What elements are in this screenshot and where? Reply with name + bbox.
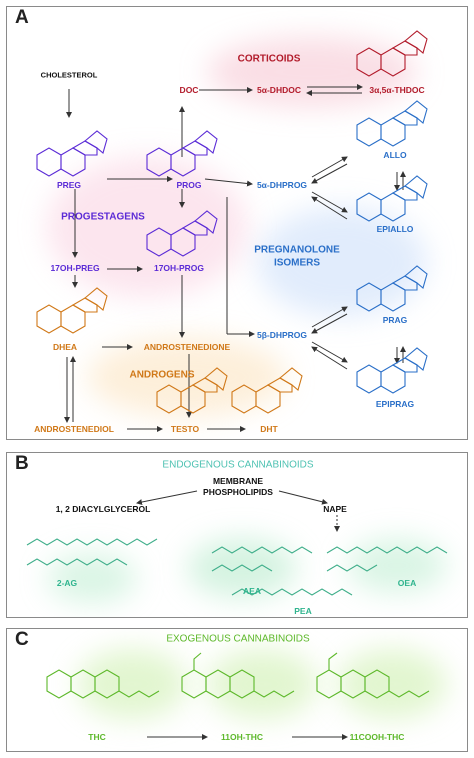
isomers-glow <box>257 207 427 317</box>
compound-5a-dhprog: 5α-DHPROG <box>256 180 308 190</box>
pea-structure <box>231 588 353 596</box>
steroid-structures <box>36 30 428 414</box>
nape: NAPE <box>323 504 347 514</box>
thc-structure <box>46 669 160 699</box>
source-line1: MEMBRANE <box>212 476 264 486</box>
compound-aea: AEA <box>243 586 261 596</box>
compound-testo: TESTO <box>170 424 200 434</box>
panel-c-phytocannabinoids: C EXOGENOUS CANNABINOIDS <box>6 628 468 752</box>
pathway-arrows <box>36 30 428 432</box>
compound-epiprag: EPIPRAG <box>375 399 415 409</box>
phytocannabinoid-structures <box>46 652 430 740</box>
11oh-thc-structure <box>181 652 295 699</box>
dhea-structure <box>36 287 108 334</box>
diacylglycerol: 1, 2 DIACYLGLYCEROL <box>55 504 151 514</box>
compound-epiallo: EPIALLO <box>376 224 414 234</box>
group-isomers-line1: PREGNANOLONE <box>254 244 340 256</box>
panel-a-label: A <box>15 7 29 28</box>
group-corticoids: CORTICOIDS <box>237 53 301 65</box>
panel-b-endocannabinoids: B ENDOGENOUS CANNABINOIDS MEMBRANE PHOSP… <box>6 452 468 618</box>
epiprag-structure <box>356 347 428 394</box>
endocannabinoid-structures <box>26 490 448 596</box>
compound-allo: ALLO <box>383 150 407 160</box>
compound-11oh-thc: 11OH-THC <box>220 732 264 742</box>
11cooh-thc-structure <box>316 652 430 699</box>
compound-5b-dhprog: 5β-DHPROG <box>256 330 308 340</box>
panel-b-label: B <box>15 453 29 474</box>
compound-doc: DOC <box>179 85 199 95</box>
compound-thc: THC <box>88 732 106 742</box>
arrow-prog-5adhprog <box>204 178 253 187</box>
compound-5a-dhdoc: 5α-DHDOC <box>257 85 301 95</box>
compound-thdoc: 3α,5α-THDOC <box>369 85 425 95</box>
group-isomers-line2: ISOMERS <box>273 257 321 269</box>
corticoids-glow <box>207 37 417 107</box>
compound-11cooh-thc: 11COOH-THC <box>349 732 405 742</box>
group-progestagens: PROGESTAGENS <box>61 211 145 223</box>
aea-glow <box>187 538 297 598</box>
compound-oea: OEA <box>397 578 417 588</box>
prog-structure <box>146 130 218 177</box>
compound-dht: DHT <box>260 424 278 434</box>
panel-c-title: EXOGENOUS CANNABINOIDS <box>166 633 310 645</box>
11oh-thc-glow <box>207 649 317 719</box>
2ag-glow <box>47 553 137 603</box>
allo-structure <box>356 100 428 147</box>
compound-2ag: 2-AG <box>56 578 78 588</box>
compound-cholesterol: CHOLESTEROL <box>40 70 98 80</box>
17ohprog-structure <box>146 210 218 257</box>
thdoc-structure <box>356 30 428 77</box>
compound-pea: PEA <box>294 606 312 616</box>
panel-b-title: ENDOGENOUS CANNABINOIDS <box>162 459 314 471</box>
prag-structure <box>356 265 428 312</box>
testo-structure <box>156 367 228 414</box>
group-androgens: ANDROGENS <box>129 369 195 381</box>
panel-c-label: C <box>15 629 29 650</box>
dht-structure <box>231 367 303 414</box>
11cooh-thc-glow <box>337 649 447 719</box>
oea-structure <box>326 546 448 554</box>
compound-dhea: DHEA <box>52 342 78 352</box>
compound-17oh-preg: 17OH-PREG <box>50 263 100 273</box>
compound-prag: PRAG <box>382 315 408 325</box>
preg-structure <box>36 130 108 177</box>
compound-preg: PREG <box>56 180 82 190</box>
panel-a-steroids: A <box>6 6 468 440</box>
compound-androstenedione: ANDROSTENEDIONE <box>143 342 231 352</box>
2ag-structure <box>26 538 158 546</box>
epiallo-structure <box>356 175 428 222</box>
androgens-glow <box>87 337 287 417</box>
compound-17oh-prog: 17OH-PROG <box>153 263 205 273</box>
aea-structure <box>211 546 313 554</box>
source-line2: PHOSPHOLIPIDS <box>203 487 273 497</box>
compound-prog: PROG <box>176 180 202 190</box>
compound-androstenediol: ANDROSTENEDIOL <box>34 424 114 434</box>
